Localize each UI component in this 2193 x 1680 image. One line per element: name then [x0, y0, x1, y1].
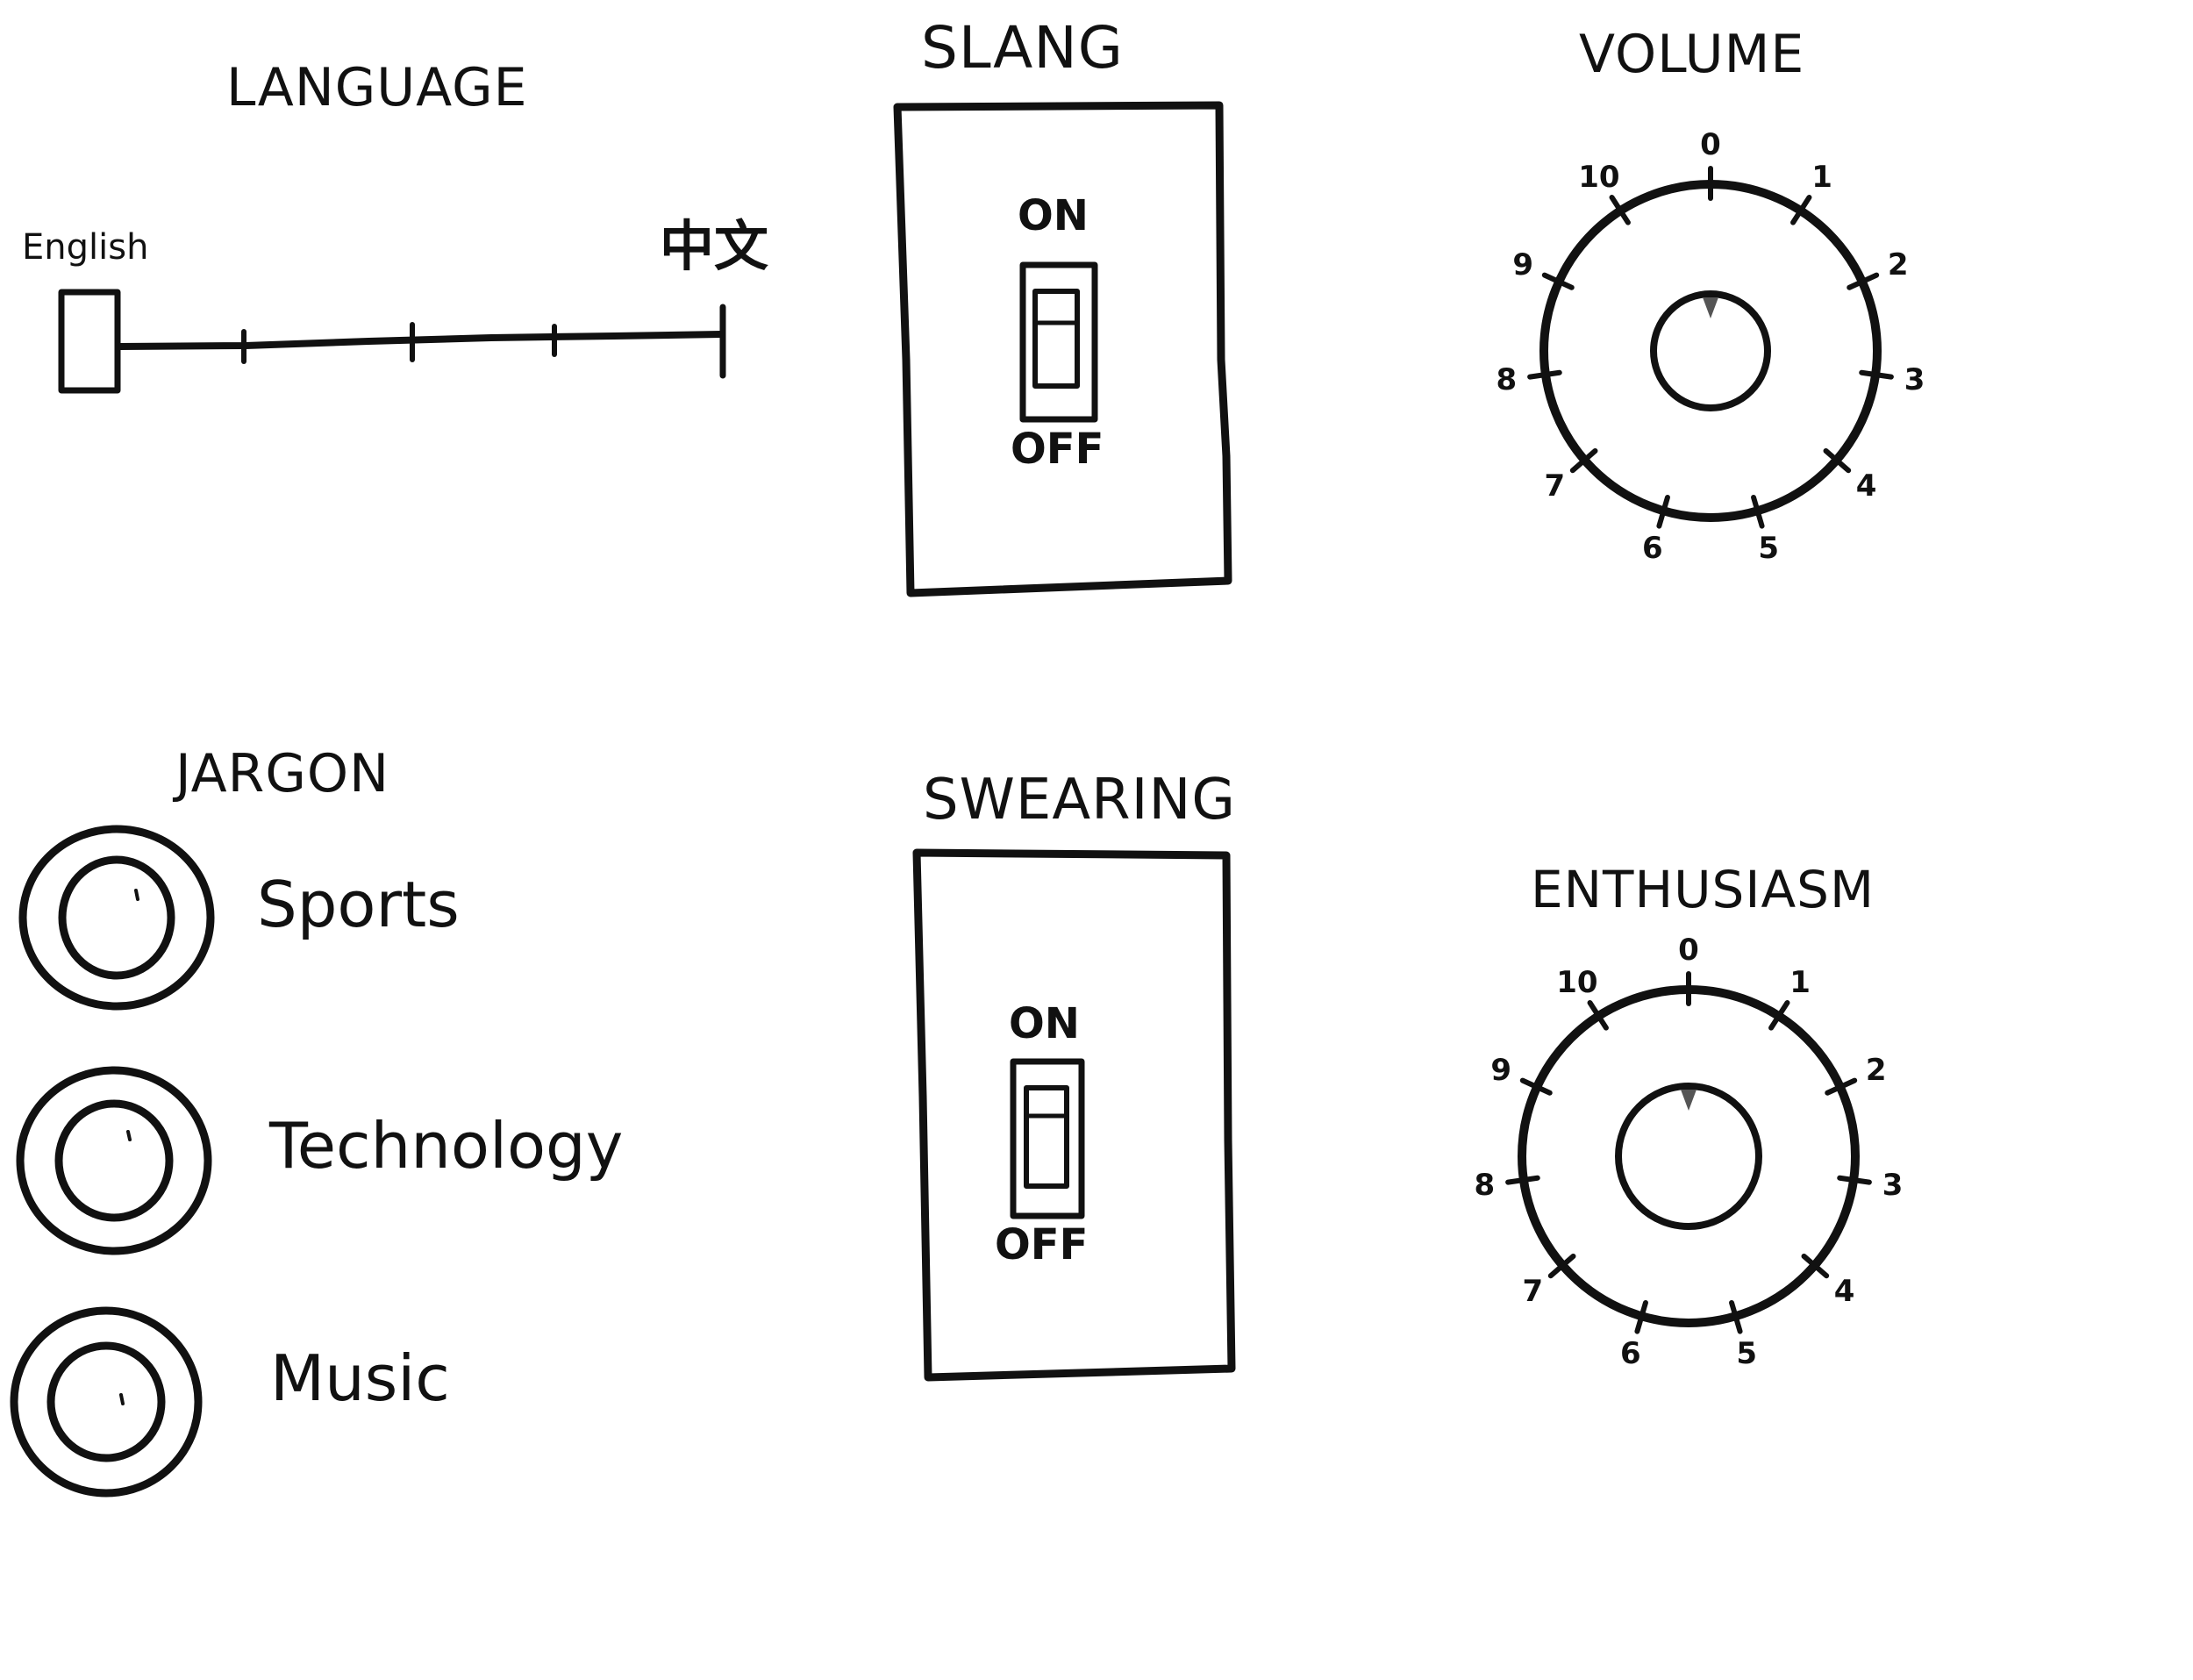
jargon-button-sports[interactable]	[18, 825, 215, 1011]
jargon-button-technology[interactable]	[16, 1066, 212, 1255]
swearing-title: SWEARING	[923, 768, 1236, 833]
enthusiasm-title: ENTHUSIASM	[1531, 860, 1875, 919]
enthusiasm-tick-mark	[1801, 1253, 1830, 1279]
enthusiasm-tick-mark	[1505, 1175, 1540, 1185]
volume-tick-mark	[1541, 272, 1575, 290]
enthusiasm-tick-label: 8	[1474, 1168, 1496, 1204]
volume-tick-label: 5	[1758, 531, 1780, 567]
enthusiasm-tick-mark	[1768, 1000, 1790, 1031]
jargon-label-technology: Technology	[269, 1109, 624, 1183]
language-right-label: 中文	[660, 214, 769, 278]
enthusiasm-tick-mark	[1837, 1175, 1872, 1185]
jargon-label-music: Music	[270, 1341, 450, 1415]
enthusiasm-tick-label: 4	[1833, 1273, 1855, 1309]
volume-tick-mark	[1569, 447, 1598, 474]
enthusiasm-tick-mark	[1634, 1299, 1648, 1334]
enthusiasm-pointer-icon	[1681, 1090, 1697, 1111]
language-slider-thumb	[58, 289, 121, 394]
language-left-label: English	[22, 227, 149, 268]
enthusiasm-tick-mark	[1825, 1077, 1858, 1096]
volume-tick-label: 8	[1496, 362, 1518, 398]
enthusiasm-knob-handle[interactable]	[1618, 1086, 1759, 1226]
enthusiasm-tick-label: 10	[1556, 965, 1598, 1001]
enthusiasm-tick-label: 6	[1619, 1336, 1641, 1372]
enthusiasm-tick-mark	[1729, 1299, 1743, 1334]
volume-tick-mark	[1823, 447, 1852, 474]
volume-tick-label: 6	[1641, 531, 1663, 567]
enthusiasm-tick-label: 0	[1678, 933, 1699, 968]
volume-tick-mark	[1847, 272, 1880, 290]
jargon-title: JARGON	[175, 743, 389, 804]
volume-pointer-icon	[1703, 297, 1718, 318]
volume-tick-mark	[1751, 494, 1765, 529]
volume-tick-label: 3	[1904, 362, 1925, 398]
language-title: LANGUAGE	[226, 57, 528, 118]
enthusiasm-knob-cap[interactable]	[1615, 1083, 1762, 1230]
slang-off-label: OFF	[1011, 425, 1104, 474]
volume-tick-label: 0	[1700, 127, 1721, 162]
volume-tick-label: 10	[1578, 160, 1620, 196]
volume-tick-mark	[1527, 369, 1562, 380]
enthusiasm-tick-label: 3	[1882, 1168, 1904, 1204]
volume-tick-mark	[1859, 369, 1894, 380]
volume-tick-label: 2	[1887, 247, 1909, 283]
jargon-button-music[interactable]	[10, 1306, 203, 1498]
volume-knob-cap[interactable]	[1650, 290, 1771, 411]
volume-tick-mark	[1656, 494, 1670, 529]
enthusiasm-tick-label: 7	[1522, 1273, 1544, 1309]
enthusiasm-tick-label: 9	[1490, 1053, 1512, 1089]
jargon-label-sports: Sports	[257, 868, 460, 941]
enthusiasm-tick-label: 2	[1865, 1053, 1887, 1089]
volume-tick-mark	[1609, 195, 1631, 225]
enthusiasm-tick-label: 1	[1789, 965, 1811, 1001]
slang-title: SLANG	[921, 14, 1124, 82]
enthusiasm-tick-mark	[1519, 1077, 1553, 1096]
volume-tick-mark	[1790, 195, 1812, 225]
swearing-off-label: OFF	[995, 1220, 1089, 1269]
volume-tick-label: 7	[1544, 468, 1566, 504]
enthusiasm-tick-label: 5	[1736, 1336, 1758, 1372]
enthusiasm-tick-mark	[1547, 1253, 1576, 1279]
slang-on-label: ON	[1018, 191, 1089, 240]
volume-tick-label: 4	[1855, 468, 1877, 504]
swearing-on-label: ON	[1009, 999, 1080, 1048]
language-slider-track	[116, 331, 725, 350]
volume-title: VOLUME	[1579, 24, 1805, 85]
volume-tick-label: 1	[1811, 160, 1832, 196]
volume-tick-label: 9	[1512, 247, 1534, 283]
enthusiasm-tick-mark	[1587, 1000, 1609, 1031]
